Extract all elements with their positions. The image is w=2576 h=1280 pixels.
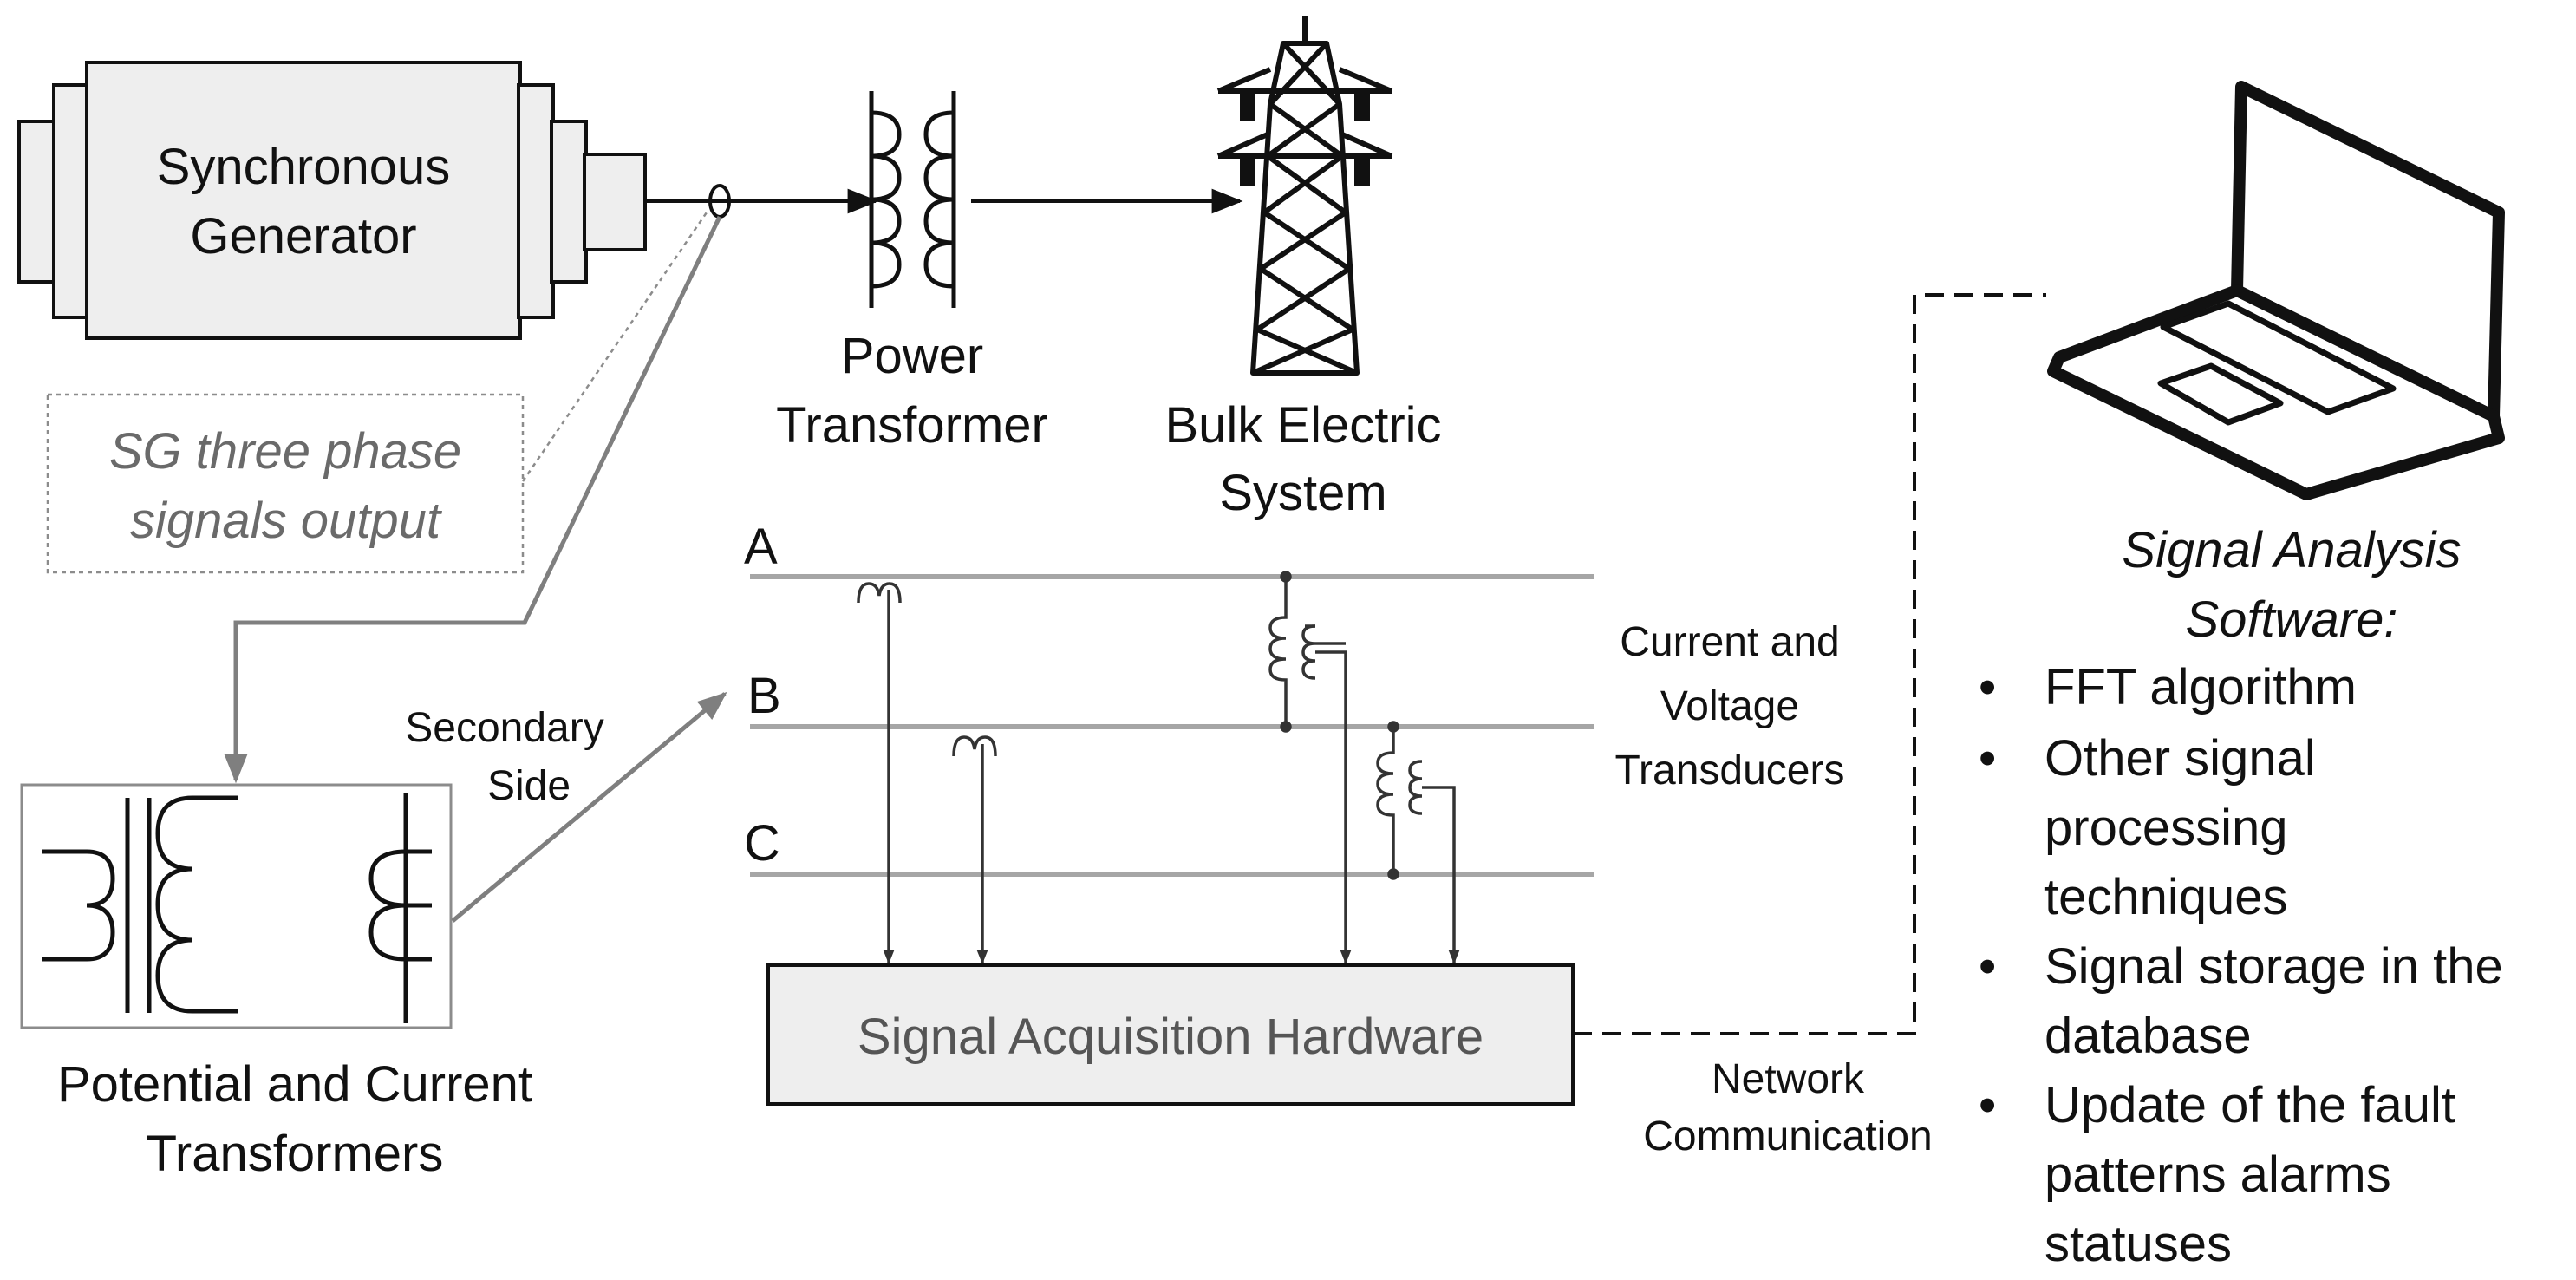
three-phase-buses: A B C [744, 519, 1594, 877]
feature-item-2-line2: processing [2044, 800, 2287, 856]
laptop-keyboard-touchpad [2157, 300, 2397, 426]
transducers-label-line3: Transducers [1615, 748, 1845, 793]
sg-output-callout-leader [521, 212, 708, 482]
feature-item-3-line2: database [2044, 1008, 2252, 1064]
feature-item-4-line1: Update of the fault [2044, 1077, 2455, 1133]
acquisition-hardware-box [766, 963, 1575, 1106]
phase-c-label: C [744, 815, 780, 872]
feature-bullet-2: • [1979, 730, 1996, 787]
ptct-label-line1: Potential and Current [57, 1056, 532, 1113]
voltage-transducer-ab-icon [1268, 571, 1352, 964]
tower-insulators [1240, 94, 1370, 186]
acquisition-hardware-label: Signal Acquisition Hardware [858, 1009, 1484, 1065]
tap-to-ptct-arrow [224, 215, 722, 784]
transducers-label-line2: Voltage [1660, 683, 1799, 729]
network-label-line2: Communication [1643, 1113, 1932, 1159]
feature-item-4-line2: patterns alarms [2044, 1146, 2391, 1203]
feature-item-2-line1: Other signal [2044, 730, 2316, 787]
phase-a-label: A [744, 519, 778, 575]
sg-output-label-line1: SG three phase [109, 423, 461, 480]
power-transformer-label-line2: Transformer [776, 397, 1048, 454]
transducers-label-line1: Current and [1620, 619, 1839, 665]
feature-item-3-line1: Signal storage in the [2044, 938, 2503, 995]
current-transducer-a-icon [857, 582, 902, 964]
feature-item-2-line3: techniques [2044, 869, 2288, 925]
sg-output-label-line2: signals output [130, 493, 443, 549]
secondary-side-label-line1: Secondary [405, 705, 603, 751]
software-feature-list: • FFT algorithm • Other signal processin… [1979, 659, 2503, 1272]
feature-item-4-line3: statuses [2044, 1216, 2232, 1272]
generator-label-line1: Synchronous [157, 139, 451, 195]
bulk-system-label-line2: System [1219, 465, 1386, 521]
sg-output-callout-box [46, 393, 525, 574]
secondary-side-label-line2: Side [487, 763, 571, 809]
ptct-label-line2: Transformers [147, 1126, 444, 1182]
feature-item-1-line1: FFT algorithm [2044, 659, 2357, 715]
current-transducer-b-icon [952, 735, 997, 964]
secondary-side-arrow [451, 691, 727, 923]
power-transformer-icon [869, 91, 956, 308]
network-communication-link [1573, 293, 2046, 1035]
network-label-line1: Network [1712, 1056, 1865, 1102]
phase-b-label: B [747, 668, 781, 724]
software-title-line2: Software: [2186, 591, 2398, 648]
synchronous-generator: Synchronous Generator [17, 61, 647, 340]
ptct-block [20, 783, 453, 1029]
laptop-icon [2047, 81, 2505, 500]
feature-bullet-4: • [1979, 1077, 1996, 1133]
software-title-line1: Signal Analysis [2122, 522, 2461, 578]
feature-bullet-1: • [1979, 659, 1996, 715]
transmission-tower-icon [1216, 16, 1393, 376]
bulk-system-label-line1: Bulk Electric [1164, 397, 1441, 454]
feature-bullet-3: • [1979, 938, 1996, 995]
generator-label-line2: Generator [190, 208, 416, 264]
voltage-transducer-bc-icon [1376, 721, 1460, 964]
power-transformer-label-line1: Power [841, 328, 983, 384]
